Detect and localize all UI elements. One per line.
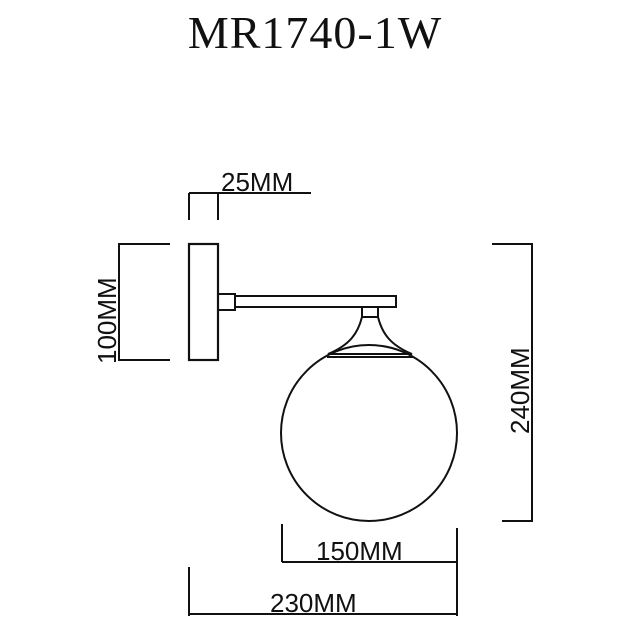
arm: [234, 295, 397, 308]
product-model-title: MR1740-1W: [187, 7, 443, 58]
shade-neck: [361, 306, 379, 318]
label-globe-diameter: 150MM: [316, 536, 403, 566]
label-total-height: 240MM: [505, 347, 535, 434]
dimension-total-height: [492, 243, 533, 522]
dimension-globe-diameter: [281, 524, 458, 616]
label-plate-depth: 25MM: [221, 167, 293, 197]
dimension-total-projection: [188, 567, 457, 616]
label-plate-height: 100MM: [92, 277, 122, 364]
arm-connector: [217, 293, 236, 311]
wall-plate: [187, 242, 220, 362]
dimension-plate-depth: [188, 192, 311, 220]
shade-cap: [327, 316, 413, 355]
glass-globe: [280, 344, 458, 522]
dimension-plate-height: [118, 243, 170, 361]
label-total-projection: 230MM: [270, 588, 357, 618]
